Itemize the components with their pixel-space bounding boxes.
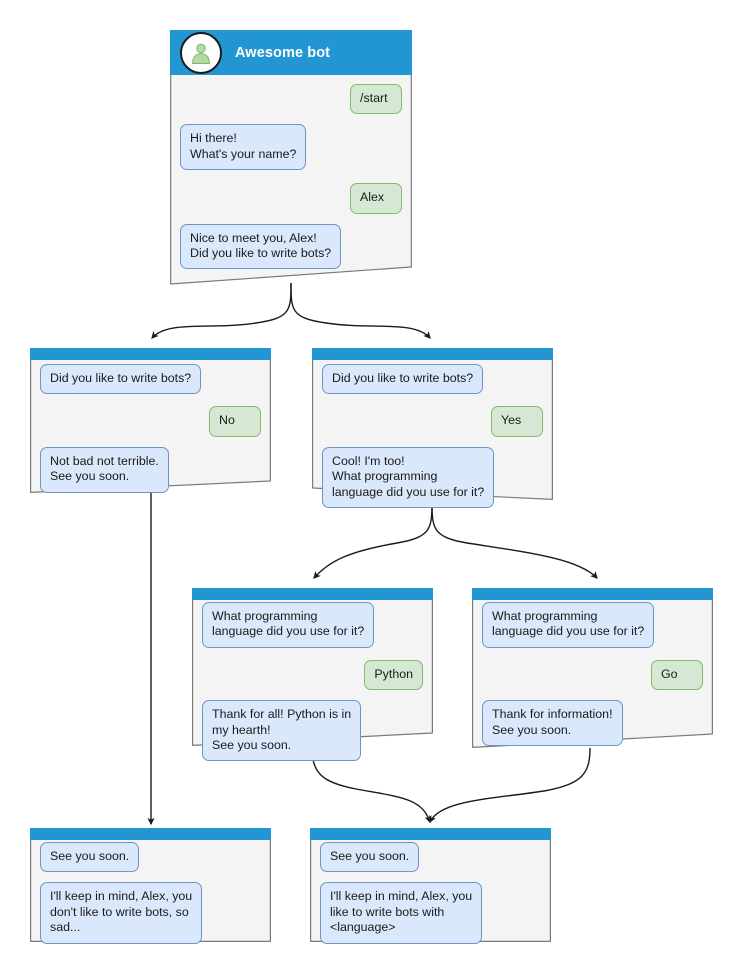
message-row: I'll keep in mind, Alex, you like to wri… [320,882,541,944]
card-yes-content: Did you like to write bots? Yes Cool! I'… [312,348,553,509]
user-message-bubble: Yes [491,406,543,437]
bot-title: Awesome bot [235,44,331,61]
message-row: Go [482,659,703,691]
bot-message-bubble: Cool! I'm too! What programming language… [322,446,495,509]
message-row: Thank for information! See you soon. [482,700,703,747]
user-message-bubble: Python [364,659,423,691]
card-python[interactable]: What programming language did you use fo… [192,588,433,762]
message-row: Yes [322,406,543,437]
message-row: Thank for all! Python is in my hearth! S… [202,700,423,762]
card-go-content: What programming language did you use fo… [472,588,713,748]
user-message-bubble: /start [350,84,402,115]
connector-go-to-end [429,747,591,824]
message-row: Not bad not terrible. See you soon. [40,446,261,493]
connector-root-to-yes [290,282,431,339]
bot-message-bubble: Not bad not terrible. See you soon. [40,446,169,493]
bot-message-bubble: See you soon. [320,842,420,873]
card-end-yes-messages: See you soon. I'll keep in mind, Alex, y… [310,842,551,954]
bot-message-bubble: Hi there! What's your name? [180,124,307,171]
card-no-messages: Did you like to write bots? No Not bad n… [30,364,271,503]
bot-message-bubble: Nice to meet you, Alex! Did you like to … [180,223,342,270]
card-end-no[interactable]: See you soon. I'll keep in mind, Alex, y… [30,828,271,944]
bot-message-bubble: Thank for information! See you soon. [482,700,623,747]
card-no[interactable]: Did you like to write bots? No Not bad n… [30,348,271,493]
message-row: See you soon. [40,842,261,873]
card-end-yes[interactable]: See you soon. I'll keep in mind, Alex, y… [310,828,551,944]
card-end-no-messages: See you soon. I'll keep in mind, Alex, y… [30,842,271,954]
card-end-yes-content: See you soon. I'll keep in mind, Alex, y… [310,828,551,944]
bot-message-bubble: What programming language did you use fo… [482,602,655,648]
card-python-content: What programming language did you use fo… [192,588,433,762]
card-no-content: Did you like to write bots? No Not bad n… [30,348,271,493]
message-row: What programming language did you use fo… [482,602,703,648]
message-row: Nice to meet you, Alex! Did you like to … [180,223,402,270]
message-row: Did you like to write bots? [322,364,543,395]
card-go[interactable]: What programming language did you use fo… [472,588,713,748]
message-row: Did you like to write bots? [40,364,261,395]
message-row: /start [180,84,402,115]
bot-message-bubble: Did you like to write bots? [40,364,202,395]
card-root-header: Awesome bot [170,30,412,75]
message-row: I'll keep in mind, Alex, you don't like … [40,882,261,944]
card-end-no-content: See you soon. I'll keep in mind, Alex, y… [30,828,271,944]
card-go-messages: What programming language did you use fo… [472,602,713,756]
message-row: What programming language did you use fo… [202,602,423,648]
card-root-messages: /start Hi there! What's your name? Alex … [170,84,412,279]
message-row: See you soon. [320,842,541,873]
person-avatar-icon [180,31,222,74]
bot-message-bubble: Did you like to write bots? [322,364,484,395]
message-row: Alex [180,183,402,214]
bot-message-bubble: Thank for all! Python is in my hearth! S… [202,700,362,762]
bot-message-bubble: What programming language did you use fo… [202,602,375,648]
user-message-bubble: No [209,406,261,437]
message-row: Python [202,659,423,691]
bot-message-bubble: See you soon. [40,842,140,873]
card-yes[interactable]: Did you like to write bots? Yes Cool! I'… [312,348,553,509]
bot-message-bubble: I'll keep in mind, Alex, you don't like … [40,882,203,944]
user-message-bubble: Alex [350,183,402,214]
card-root-content: Awesome bot /start Hi there! What's your… [170,30,412,285]
card-root[interactable]: Awesome bot /start Hi there! What's your… [170,30,412,285]
connector-root-to-no [151,282,292,339]
card-yes-messages: Did you like to write bots? Yes Cool! I'… [312,364,553,518]
message-row: Hi there! What's your name? [180,124,402,171]
card-python-messages: What programming language did you use fo… [192,602,433,771]
bot-message-bubble: I'll keep in mind, Alex, you like to wri… [320,882,483,944]
user-message-bubble: Go [651,659,703,691]
message-row: No [40,406,261,437]
message-row: Cool! I'm too! What programming language… [322,446,543,509]
